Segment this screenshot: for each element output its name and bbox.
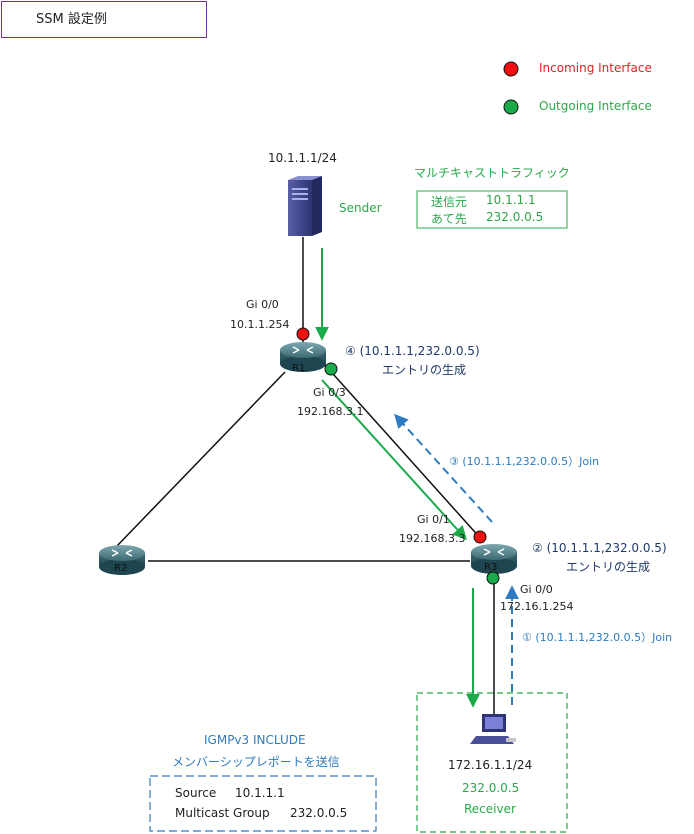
join-step1-label: ① (10.1.1.1,232.0.0.5）Join <box>522 631 673 644</box>
receiver-ip: 172.16.1.1/24 <box>448 758 533 772</box>
r1-gi03-ip: 192.168.3.1 <box>297 405 364 418</box>
receiver-pc-icon <box>470 714 516 744</box>
join-step3-label: ③ (10.1.1.1,232.0.0.5）Join <box>449 455 600 468</box>
r1-gi03-interface: Gi 0/3 <box>313 386 346 399</box>
legend-incoming-label: Incoming Interface <box>539 61 652 75</box>
r1-gi00-ip: 10.1.1.254 <box>230 318 290 331</box>
r3-gi00-interface: Gi 0/0 <box>520 583 553 596</box>
sender-ip: 10.1.1.1/24 <box>268 151 337 165</box>
r1-outgoing-dot <box>324 362 338 376</box>
legend-outgoing-dot <box>503 99 519 115</box>
receiver-group: 232.0.0.5 <box>462 781 520 795</box>
legend-outgoing-label: Outgoing Interface <box>539 99 652 113</box>
traffic-dest-value: 232.0.0.5 <box>486 210 544 224</box>
link-r1-r2 <box>114 371 286 549</box>
r1-incoming-dot <box>296 327 310 341</box>
router-r3-icon <box>471 544 517 574</box>
igmp-group-value: 232.0.0.5 <box>290 806 348 820</box>
r3-gi00-ip: 172.16.1.254 <box>500 600 574 613</box>
r1-entry-line1: ④ (10.1.1.1,232.0.0.5) <box>345 344 480 358</box>
receiver-label: Receiver <box>464 802 516 816</box>
router-r2-icon <box>99 545 145 575</box>
r3-entry-line2: エントリの生成 <box>566 560 651 574</box>
diagram-title: SSM 設定例 <box>1 1 207 38</box>
igmp-source-key: Source <box>175 786 217 800</box>
receiver-box <box>416 692 568 833</box>
igmp-box <box>149 775 377 832</box>
link-r1-r3 <box>324 364 483 541</box>
r3-gi01-ip: 192.168.3.3 <box>399 532 466 545</box>
r1-entry-line2: エントリの生成 <box>382 363 467 377</box>
r3-incoming-dot <box>473 530 487 544</box>
r3-outgoing-dot <box>486 571 500 585</box>
traffic-source-value: 10.1.1.1 <box>486 193 536 207</box>
igmp-group-key: Multicast Group <box>175 806 270 820</box>
join-arrow-r3-r1 <box>394 413 493 523</box>
igmp-source-value: 10.1.1.1 <box>235 786 285 800</box>
traffic-source-key: 送信元 <box>431 195 468 209</box>
legend-incoming-dot <box>503 61 519 77</box>
r1-gi00-interface: Gi 0/0 <box>246 298 279 311</box>
traffic-box <box>416 190 568 229</box>
r3-gi01-interface: Gi 0/1 <box>417 513 450 526</box>
traffic-dest-key: あて先 <box>431 212 467 226</box>
traffic-heading: マルチキャストトラフィック <box>414 166 570 180</box>
r1-name: R1 <box>292 363 306 374</box>
router-r1-icon <box>280 342 326 372</box>
sender-server-icon <box>288 176 322 236</box>
r3-name: R3 <box>484 562 498 573</box>
igmp-heading-line1: IGMPv3 INCLUDE <box>204 733 306 747</box>
r3-entry-line1: ② (10.1.1.1,232.0.0.5) <box>532 541 667 555</box>
r2-name: R2 <box>114 563 128 574</box>
igmp-heading-line2: メンバーシップレポートを送信 <box>172 755 340 769</box>
traffic-arrow-r1-r3 <box>321 379 467 541</box>
sender-label: Sender <box>339 201 382 215</box>
